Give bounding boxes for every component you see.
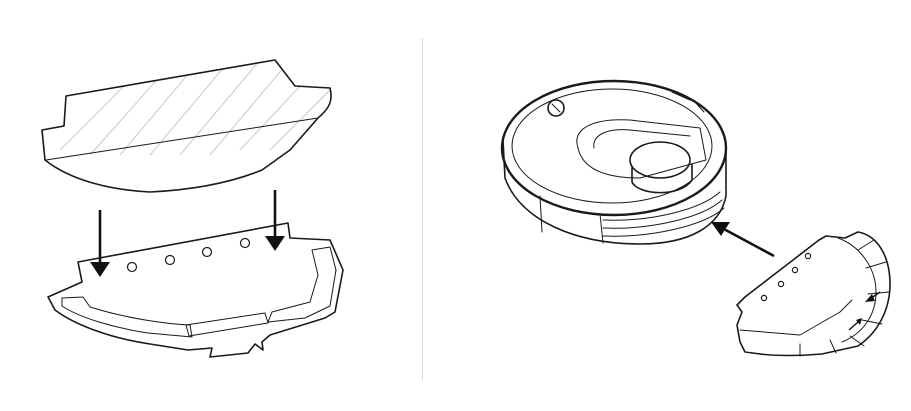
slide-arrow-icon (849, 318, 862, 330)
down-arrow-icon (90, 210, 110, 277)
right-panel (502, 81, 890, 356)
down-arrow-icon (265, 190, 285, 251)
robot-vacuum-cleaner-icon (502, 81, 726, 244)
water-tank-bracket-icon (737, 232, 890, 356)
left-panel (42, 60, 343, 357)
mop-cloth-pad-icon (42, 60, 340, 192)
water-tank-mop-bracket-icon (48, 223, 343, 357)
insert-arrow-icon (711, 222, 774, 256)
